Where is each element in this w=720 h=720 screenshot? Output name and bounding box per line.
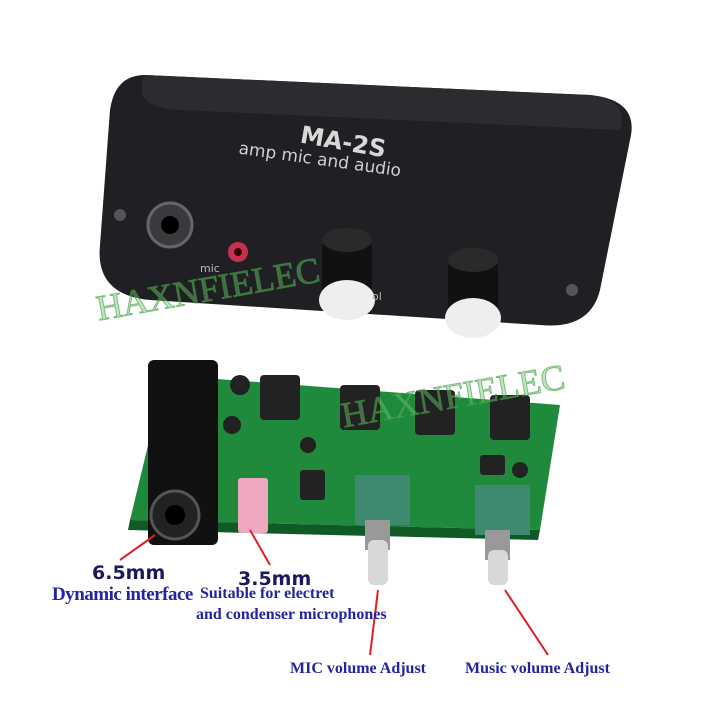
jack-hole — [234, 248, 242, 256]
jack-hole — [161, 216, 179, 234]
mic-label: mic — [200, 262, 220, 275]
enclosure-top — [141, 75, 622, 130]
mic-volume-knob[interactable] — [319, 228, 375, 320]
music-volume-knob[interactable] — [445, 248, 501, 338]
jack-35-desc-2: and condenser microphones — [196, 606, 387, 623]
music-volume-label: Music volume Adjust — [465, 660, 610, 677]
pcb-edge — [128, 520, 540, 540]
screw-right — [566, 284, 578, 296]
screw-left — [114, 209, 126, 221]
jack-65-size: 6.5mm — [92, 562, 166, 584]
jack-65-desc: Dynamic interface — [52, 584, 193, 605]
components — [223, 375, 530, 500]
mic-volume-label: MIC volume Adjust — [290, 660, 427, 677]
annotation-arrows — [119, 529, 549, 656]
vol-label: ol — [372, 290, 382, 303]
amp-enclosure — [99, 75, 632, 326]
jack-35-desc-1: Suitable for electret — [200, 585, 335, 602]
jack-hole — [165, 505, 185, 525]
mic-potentiometer[interactable] — [355, 475, 410, 585]
jack-35-component — [238, 478, 268, 533]
music-potentiometer[interactable] — [475, 485, 530, 585]
jack-35-size: 3.5mm — [238, 568, 312, 590]
